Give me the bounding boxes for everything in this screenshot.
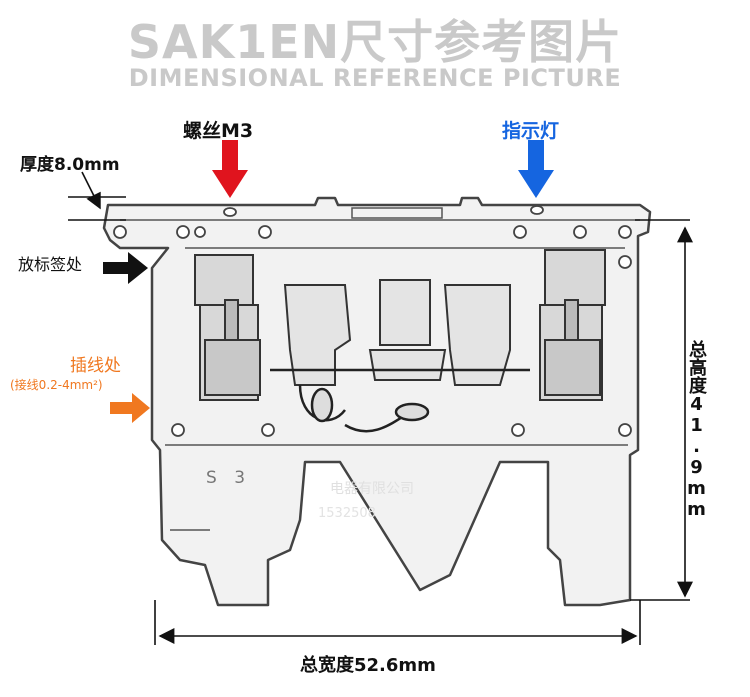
thickness-label: 厚度8.0mm bbox=[20, 155, 120, 175]
fuse-element bbox=[270, 368, 530, 433]
indicator-hole bbox=[530, 205, 544, 215]
screw-label: 螺丝M3 bbox=[183, 120, 254, 142]
part-mark: S 3 bbox=[206, 468, 252, 488]
label-place-label: 放标签处 bbox=[18, 255, 83, 274]
screw-hole bbox=[223, 207, 237, 217]
fuse-holder bbox=[283, 279, 511, 386]
right-clamp bbox=[539, 249, 606, 401]
page-subtitle: DIMENSIONAL REFERENCE PICTURE bbox=[128, 64, 622, 92]
screw-arrow bbox=[212, 140, 248, 198]
indicator-label: 指示灯 bbox=[502, 120, 560, 142]
watermark-company: 电器有限公司 bbox=[330, 481, 414, 497]
total-height-label: 总高度41.9mm bbox=[686, 340, 707, 520]
insert-label: 插线处 bbox=[70, 356, 121, 376]
label-place-arrow bbox=[103, 252, 148, 284]
total-width-label: 总宽度52.6mm bbox=[300, 655, 436, 676]
insert-arrow bbox=[110, 393, 150, 423]
indicator-arrow bbox=[518, 140, 554, 198]
watermark-phone: 1532508 bbox=[318, 506, 376, 521]
left-clamp bbox=[194, 254, 261, 401]
page-title: SAK1EN尺寸参考图片 bbox=[127, 15, 623, 69]
wire-range-label: (接线0.2-4mm²) bbox=[10, 378, 103, 392]
